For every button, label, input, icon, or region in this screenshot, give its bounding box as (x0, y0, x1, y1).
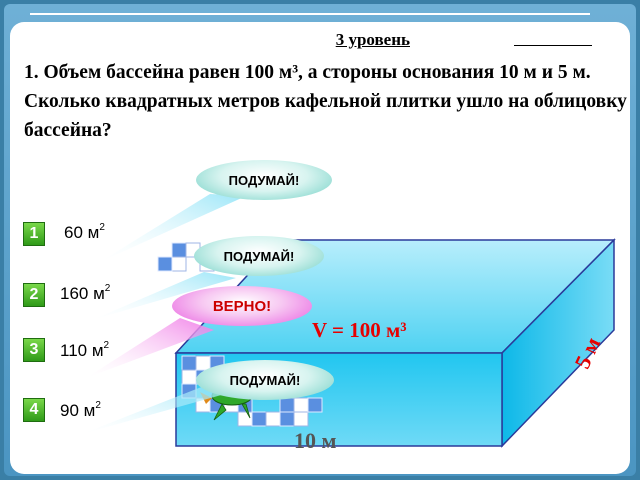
answer-3-text[interactable]: 110 м2 (60, 340, 109, 361)
answer-4-button[interactable]: 4 (23, 398, 45, 422)
answer-1-value: 60 м (64, 223, 100, 242)
answer-1-button[interactable]: 1 (23, 222, 45, 246)
answer-1-text[interactable]: 60 м2 (64, 222, 105, 243)
feedback-bubble-1: ПОДУМАЙ! (196, 160, 332, 200)
answer-2-value: 160 м (60, 284, 105, 303)
level-title-rule (514, 45, 592, 46)
feedback-bubble-2: ПОДУМАЙ! (194, 236, 324, 276)
answer-2-text[interactable]: 160 м2 (60, 283, 110, 304)
answer-2-power: 2 (104, 283, 111, 294)
answer-3-value: 110 м (60, 341, 104, 360)
answer-1-power: 2 (99, 222, 105, 233)
question-text: 1. Объем бассейна равен 100 м³, а сторон… (24, 62, 627, 141)
answer-4-text[interactable]: 90 м2 (60, 400, 101, 421)
length-label: 10 м (294, 428, 337, 453)
answer-3-power: 2 (103, 340, 110, 351)
frame-deco-line (30, 13, 590, 15)
volume-label: V = 100 м³ (312, 318, 407, 342)
level-title: 3 уровень (335, 30, 410, 49)
feedback-bubble-4: ПОДУМАЙ! (196, 360, 334, 400)
feedback-bubble-3: ВЕРНО! (172, 286, 312, 326)
answer-2-button[interactable]: 2 (23, 283, 45, 307)
answer-4-power: 2 (95, 400, 101, 411)
answer-4-value: 90 м (60, 401, 96, 420)
answer-3-button[interactable]: 3 (23, 338, 45, 362)
bubble-tails (82, 194, 246, 434)
